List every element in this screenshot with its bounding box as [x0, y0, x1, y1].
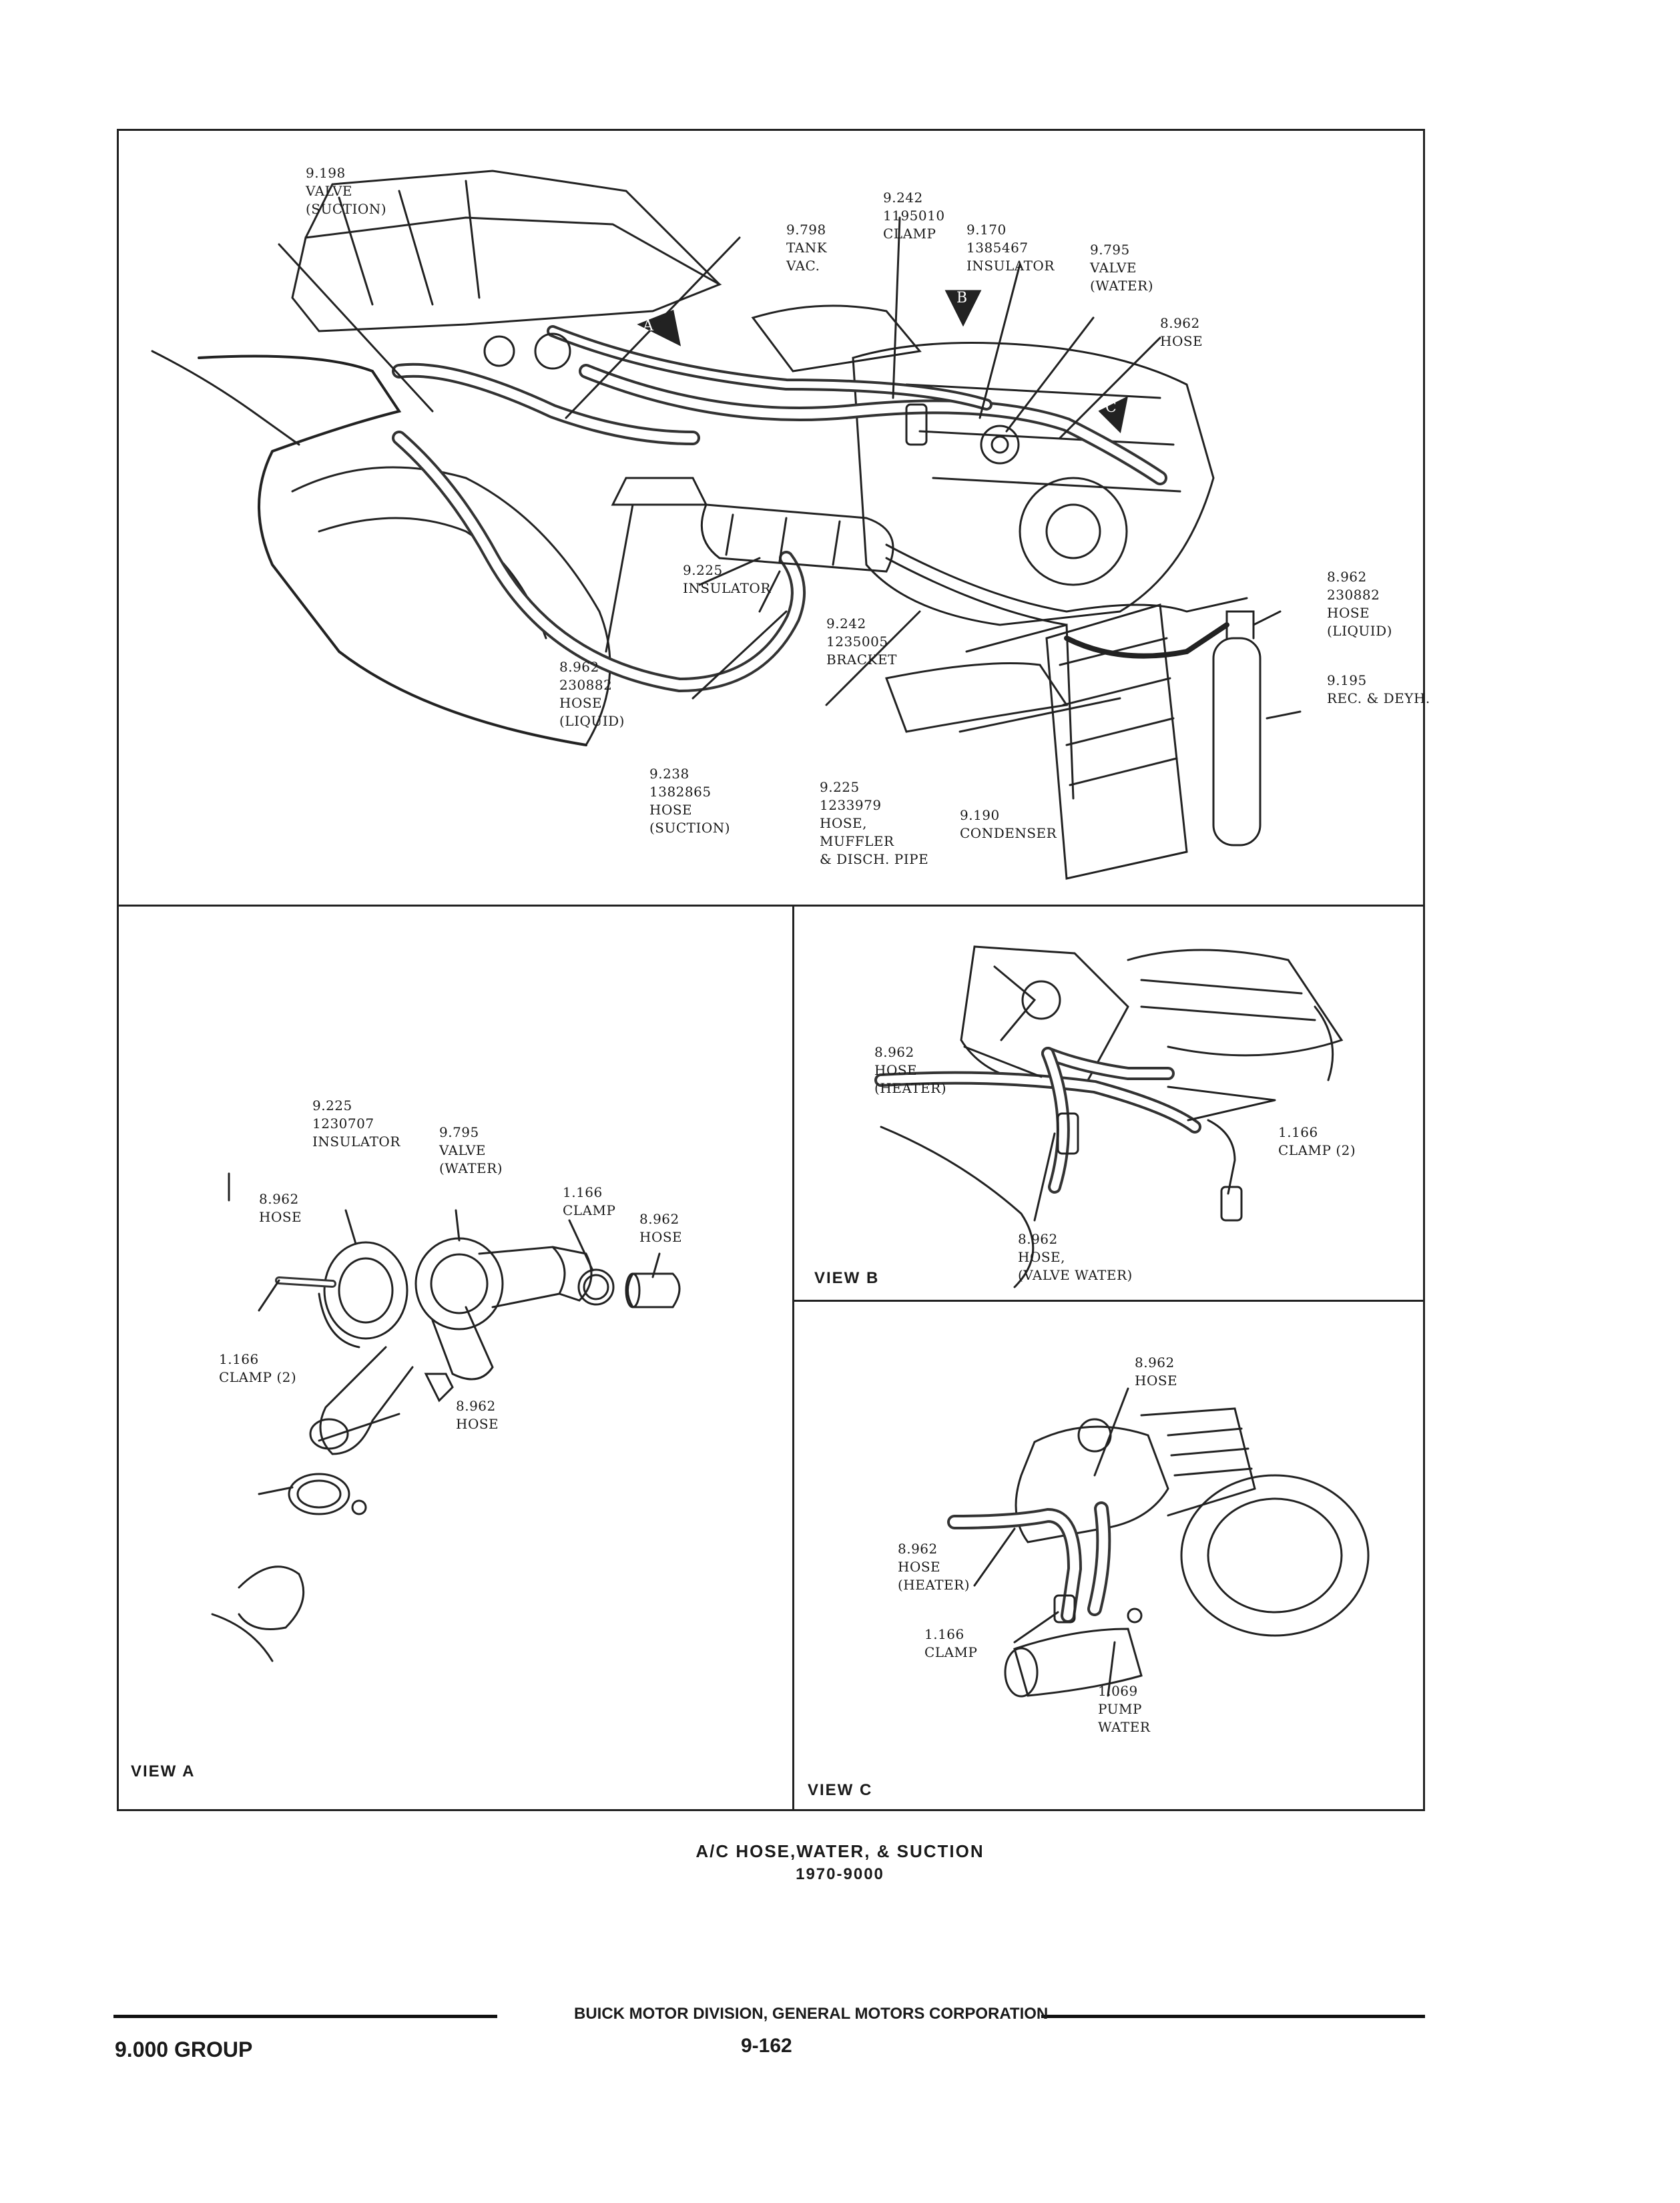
callout-b: B: [956, 290, 968, 306]
label-receiver-dehydrator: 9.195 REC. & DEYH.: [1327, 672, 1430, 706]
view-a-panel: 9.225 1230707 INSULATOR 9.795 VALVE (WAT…: [117, 905, 794, 1811]
footer-group: 9.000 GROUP: [115, 2037, 253, 2061]
label-insulator-1385467: 9.170 1385467 INSULATOR: [966, 222, 1055, 274]
view-b-panel: 8.962 HOSE (HEATER) 1.166 CLAMP (2) 8.96…: [792, 905, 1425, 1302]
footer-page-number: 9-162: [741, 2035, 792, 2057]
callout-c: C: [1105, 399, 1117, 416]
label-a-valve-water: 9.795 VALVE (WATER): [439, 1124, 503, 1176]
label-b-hose-heater: 8.962 HOSE (HEATER): [874, 1044, 946, 1096]
label-a-hose-left: 8.962 HOSE: [259, 1191, 302, 1225]
footer-rule-left: [113, 2015, 497, 2018]
view-c-title: VIEW C: [808, 1781, 873, 1799]
main-view-panel: A B C 9.198 VALVE (SUCTION) 9.798 TANK V…: [117, 129, 1430, 907]
label-c-hose-heater: 8.962 HOSE (HEATER): [898, 1541, 970, 1593]
label-a-hose-right: 8.962 HOSE: [639, 1211, 683, 1245]
label-b-hose-valve-water: 8.962 HOSE, (VALVE WATER): [1018, 1231, 1133, 1283]
label-valve-suction: 9.198 VALVE (SUCTION): [306, 165, 387, 217]
view-c-illustration: [947, 1387, 1370, 1698]
label-hose-muffler: 9.225 1233979 HOSE, MUFFLER & DISCH. PIP…: [820, 779, 929, 867]
label-c-pump-water: 1.069 PUMP WATER: [1098, 1683, 1151, 1735]
label-a-clamp-2: 1.166 CLAMP (2): [219, 1351, 297, 1385]
label-hose-liquid-right: 8.962 230882 HOSE (LIQUID): [1327, 569, 1392, 639]
label-hose-top: 8.962 HOSE: [1160, 315, 1203, 349]
label-clamp-1195010: 9.242 1195010 CLAMP: [883, 190, 945, 242]
label-c-clamp: 1.166 CLAMP: [924, 1626, 978, 1660]
label-insulator-9225: 9.225 INSULATOR: [683, 562, 771, 596]
label-a-insulator: 9.225 1230707 INSULATOR: [312, 1097, 400, 1150]
engine-bay-illustration: [151, 170, 1302, 880]
view-b-title: VIEW B: [814, 1269, 880, 1287]
label-hose-liquid-left: 8.962 230882 HOSE (LIQUID): [559, 659, 625, 729]
figure-subtitle: 1970-9000: [796, 1865, 884, 1883]
footer-rule-right: [1041, 2015, 1425, 2018]
label-c-hose-top: 8.962 HOSE: [1135, 1355, 1178, 1389]
label-a-clamp: 1.166 CLAMP: [563, 1184, 616, 1218]
label-a-hose-lower: 8.962 HOSE: [456, 1398, 499, 1432]
label-b-clamp-2: 1.166 CLAMP (2): [1278, 1124, 1356, 1158]
view-b-illustration: [874, 945, 1344, 1288]
view-a-title: VIEW A: [131, 1762, 196, 1780]
label-tank-vac: 9.798 TANK VAC.: [786, 222, 828, 274]
footer-corporation: BUICK MOTOR DIVISION, GENERAL MOTORS COR…: [574, 2005, 1049, 2023]
label-valve-water: 9.795 VALVE (WATER): [1090, 242, 1154, 294]
view-c-panel: 8.962 HOSE 8.962 HOSE (HEATER) 1.166 CLA…: [792, 1300, 1425, 1811]
figure-title: A/C HOSE,WATER, & SUCTION: [695, 1841, 985, 1861]
label-hose-suction: 9.238 1382865 HOSE (SUCTION): [649, 766, 731, 836]
label-condenser: 9.190 CONDENSER: [960, 807, 1057, 841]
view-a-illustration: [211, 1172, 681, 1662]
label-bracket-1235005: 9.242 1235005 BRACKET: [826, 616, 897, 668]
callout-a: A: [643, 318, 653, 334]
